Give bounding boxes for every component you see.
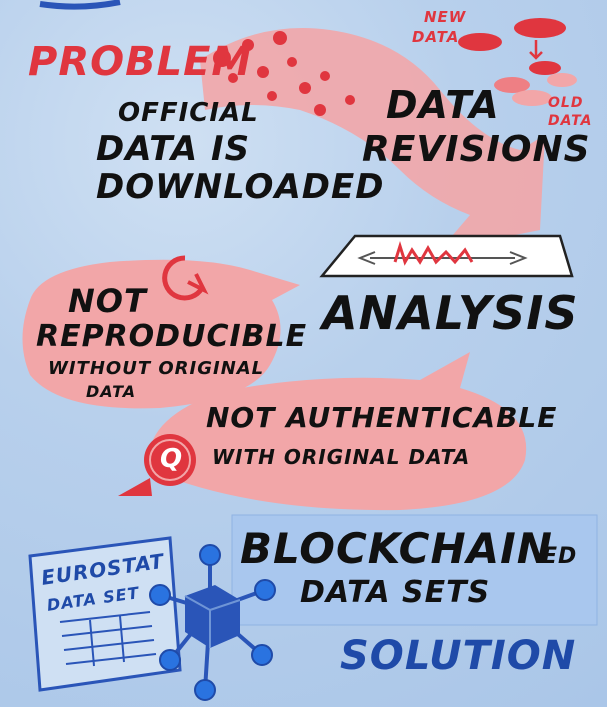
official-line2: Data is (96, 129, 251, 169)
reproducible-line1: Not (68, 282, 147, 320)
problem-heading: Problem (28, 39, 253, 85)
q-badge-icon (118, 434, 196, 496)
top-stroke (39, 0, 121, 10)
new-label-line1: New (424, 8, 467, 26)
flow-arrow (200, 28, 545, 250)
revisions-line2: Revisions (362, 129, 591, 170)
official-line1: Official (118, 98, 259, 128)
q-badge-letter: Q (160, 444, 184, 474)
blockchain-box (231, 514, 598, 626)
analysis-document (319, 234, 574, 278)
authenticable-line1: Not Authenticable (206, 401, 558, 434)
reproducible-line2: Reproducible (36, 319, 308, 354)
old-label-line1: Old (548, 95, 584, 111)
revisions-line1: Data (386, 83, 500, 127)
eurostat-card (28, 536, 182, 692)
blockchain-main: Blockchain (240, 524, 553, 573)
blockchain-network-icon (149, 544, 276, 701)
analysis-label: Analysis (322, 286, 579, 340)
new-label-line2: Data (412, 28, 460, 46)
data-dots (213, 31, 355, 116)
blockchain-suffix: ed (542, 544, 578, 569)
refresh-icon (162, 255, 209, 301)
reproducible-line3: Without original (48, 358, 265, 379)
reproducible-line4: Data (86, 382, 137, 401)
blockchain-line2: Data sets (300, 575, 491, 610)
speech-bubble-reproducible (22, 259, 300, 409)
authenticable-line2: With original Data (212, 445, 471, 469)
revision-blobs (458, 18, 577, 106)
speech-bubble-authenticable (148, 352, 527, 511)
solution-label: Solution (340, 633, 577, 679)
old-label-line2: Data (548, 113, 593, 129)
official-line3: Downloaded (96, 167, 385, 207)
